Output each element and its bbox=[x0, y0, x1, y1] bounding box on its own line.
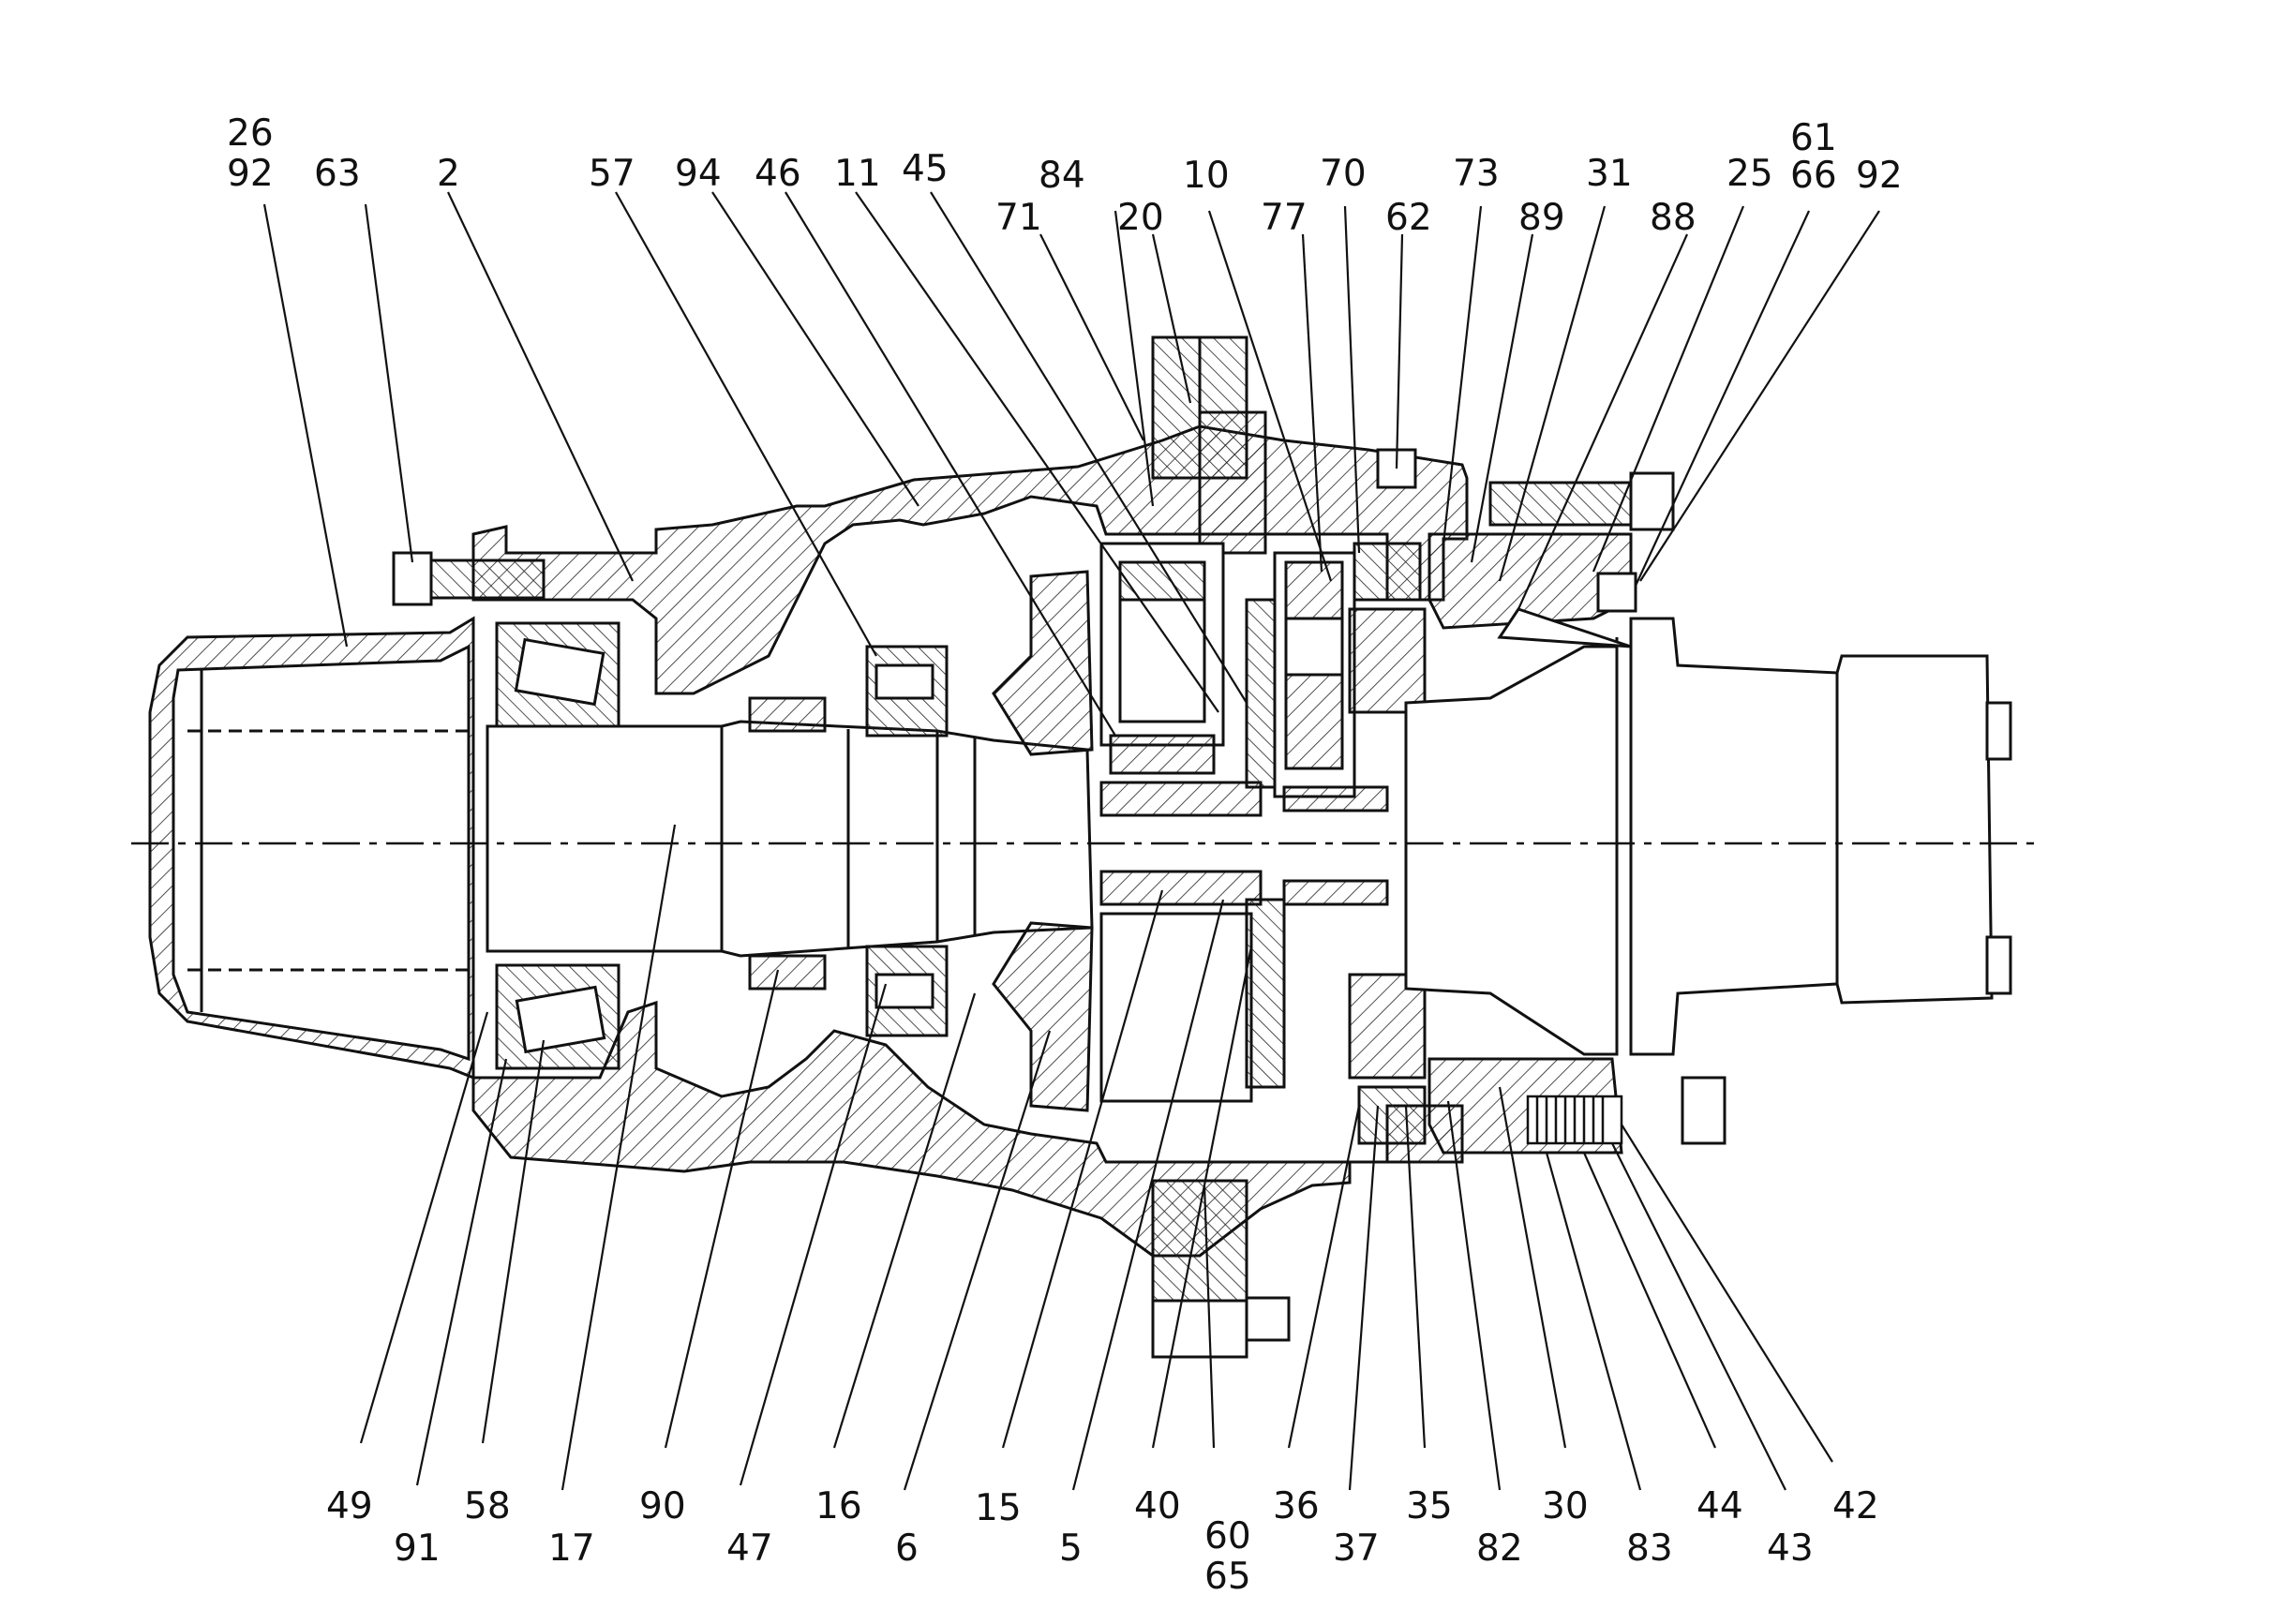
label-11: 11 bbox=[834, 153, 881, 195]
label-46: 46 bbox=[755, 153, 801, 195]
label-92-right: 92 bbox=[1856, 155, 1903, 197]
label-2: 2 bbox=[437, 153, 460, 195]
bottom-labels: 49 91 58 17 90 47 16 6 15 5 40 60 65 36 … bbox=[326, 1485, 1879, 1598]
label-60: 60 bbox=[1204, 1515, 1251, 1557]
label-5: 5 bbox=[1059, 1527, 1083, 1570]
label-94: 94 bbox=[675, 153, 722, 195]
brake-pack bbox=[1348, 542, 1427, 1145]
label-6: 6 bbox=[895, 1527, 919, 1570]
label-63: 63 bbox=[314, 153, 361, 195]
label-37: 37 bbox=[1333, 1527, 1380, 1570]
bottom-flange bbox=[1151, 1179, 1291, 1359]
label-15: 15 bbox=[975, 1487, 1022, 1529]
label-36: 36 bbox=[1273, 1485, 1320, 1527]
label-62: 62 bbox=[1385, 197, 1432, 239]
label-49: 49 bbox=[326, 1485, 373, 1527]
end-cover bbox=[148, 616, 475, 1080]
label-17: 17 bbox=[548, 1527, 595, 1570]
label-70: 70 bbox=[1320, 153, 1367, 195]
label-90: 90 bbox=[639, 1485, 686, 1527]
label-30: 30 bbox=[1542, 1485, 1589, 1527]
label-83: 83 bbox=[1626, 1527, 1673, 1570]
label-43: 43 bbox=[1767, 1527, 1814, 1570]
label-57: 57 bbox=[589, 153, 635, 195]
sun-gear-disc bbox=[1245, 551, 1389, 1089]
taper-bearing-58 bbox=[495, 621, 620, 1070]
taper-bearing-47 bbox=[748, 645, 949, 1037]
label-10: 10 bbox=[1183, 155, 1230, 197]
label-65: 65 bbox=[1204, 1556, 1251, 1598]
leader-lines bbox=[262, 191, 1880, 1491]
label-20: 20 bbox=[1117, 197, 1164, 239]
label-61: 61 bbox=[1790, 117, 1837, 159]
label-82: 82 bbox=[1476, 1527, 1523, 1570]
label-66: 66 bbox=[1790, 155, 1837, 197]
spring-bolt-25 bbox=[1488, 471, 1675, 531]
label-25: 25 bbox=[1726, 153, 1773, 195]
housing-lower bbox=[471, 1000, 1464, 1258]
label-45: 45 bbox=[902, 148, 949, 190]
label-92-left: 92 bbox=[227, 153, 274, 195]
label-44: 44 bbox=[1697, 1485, 1743, 1527]
label-26: 26 bbox=[227, 112, 274, 155]
label-89: 89 bbox=[1518, 197, 1565, 239]
top-labels: 26 92 63 2 57 94 46 11 45 71 84 20 10 77… bbox=[227, 112, 1903, 239]
label-71: 71 bbox=[995, 197, 1042, 239]
plug-92 bbox=[1596, 572, 1637, 613]
label-91: 91 bbox=[394, 1527, 441, 1570]
bolt-63 bbox=[392, 551, 546, 606]
label-42: 42 bbox=[1832, 1485, 1879, 1527]
label-88: 88 bbox=[1650, 197, 1697, 239]
label-77: 77 bbox=[1261, 197, 1308, 239]
label-47: 47 bbox=[726, 1527, 773, 1570]
label-73: 73 bbox=[1453, 153, 1500, 195]
label-84: 84 bbox=[1039, 155, 1085, 197]
label-35: 35 bbox=[1406, 1485, 1453, 1527]
output-shaft bbox=[486, 720, 1094, 958]
label-40: 40 bbox=[1134, 1485, 1181, 1527]
label-31: 31 bbox=[1586, 153, 1633, 195]
top-flange bbox=[1151, 335, 1267, 555]
hydraulic-motor bbox=[1404, 607, 2012, 1145]
label-58: 58 bbox=[464, 1485, 511, 1527]
carrier-6 bbox=[992, 570, 1094, 1112]
label-16: 16 bbox=[815, 1485, 862, 1527]
spring-42 bbox=[1526, 1095, 1623, 1145]
